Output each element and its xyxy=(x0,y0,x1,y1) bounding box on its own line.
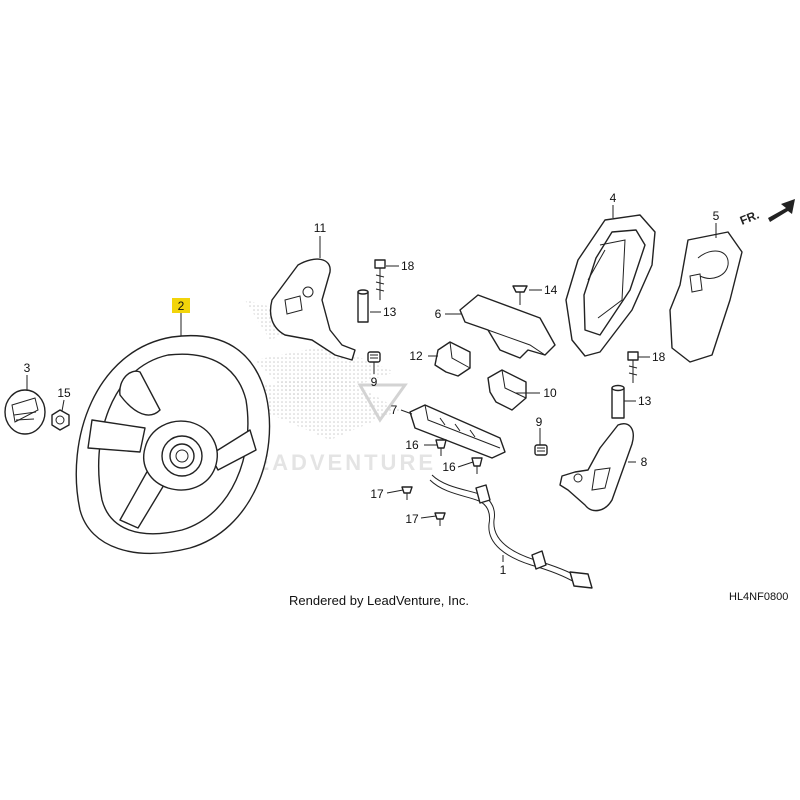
collar[interactable] xyxy=(611,384,625,419)
part-number-14[interactable]: 14 xyxy=(544,283,558,297)
selected-part-highlight xyxy=(172,298,190,313)
right-switch-cover[interactable] xyxy=(559,423,634,512)
right-switch[interactable] xyxy=(487,369,527,411)
upper-bracket[interactable] xyxy=(459,294,556,359)
part-number-13[interactable]: 13 xyxy=(638,394,652,408)
watermark-text: LEADVENTURE xyxy=(238,450,436,475)
left-switch-cover[interactable] xyxy=(269,258,356,361)
wire-harness[interactable] xyxy=(429,474,593,589)
bolt[interactable] xyxy=(627,351,639,383)
column-cover[interactable] xyxy=(669,231,743,363)
front-direction-label: FR. xyxy=(738,208,761,228)
clip[interactable] xyxy=(435,439,447,456)
connector-bracket[interactable] xyxy=(409,404,506,459)
part-number-9[interactable]: 9 xyxy=(536,415,543,429)
part-number-9[interactable]: 9 xyxy=(371,375,378,389)
part-number-10[interactable]: 10 xyxy=(543,386,557,400)
part-number-12[interactable]: 12 xyxy=(409,349,423,363)
watermark: LEADVENTURE xyxy=(225,300,436,475)
emblem-badge[interactable] xyxy=(4,389,46,435)
part-number-2[interactable]: 2 xyxy=(178,299,185,313)
part-number-11[interactable]: 11 xyxy=(314,221,327,235)
part-number-labels: 2 3 15 11 18 13 9 14 6 12 10 7 16 16 17 … xyxy=(24,191,720,577)
screw[interactable] xyxy=(401,486,413,500)
screw[interactable] xyxy=(434,512,446,526)
center-cover[interactable] xyxy=(565,214,656,357)
part-number-6[interactable]: 6 xyxy=(435,307,442,321)
leader-lines xyxy=(26,205,717,562)
part-number-13[interactable]: 13 xyxy=(383,305,397,319)
part-number-8[interactable]: 8 xyxy=(641,455,648,469)
spacer[interactable] xyxy=(367,351,381,363)
part-number-15[interactable]: 15 xyxy=(57,386,71,400)
diagram-code: HL4NF0800 xyxy=(729,591,788,603)
part-number-7[interactable]: 7 xyxy=(391,403,398,417)
part-number-1[interactable]: 1 xyxy=(500,563,507,577)
nut[interactable] xyxy=(51,409,70,431)
part-number-3[interactable]: 3 xyxy=(24,361,31,375)
left-switch[interactable] xyxy=(434,341,471,377)
rendered-by-credit: Rendered by LeadVenture, Inc. xyxy=(289,593,469,608)
part-number-16[interactable]: 16 xyxy=(442,460,456,474)
part-number-5[interactable]: 5 xyxy=(713,209,720,223)
front-direction-arrow-icon: FR. xyxy=(738,199,795,228)
spacer[interactable] xyxy=(534,444,548,456)
bolt[interactable] xyxy=(374,259,386,300)
part-number-17[interactable]: 17 xyxy=(405,512,419,526)
part-number-16[interactable]: 16 xyxy=(405,438,419,452)
collar[interactable] xyxy=(357,289,369,323)
screw[interactable] xyxy=(512,285,528,305)
part-number-4[interactable]: 4 xyxy=(610,191,617,205)
part-number-18[interactable]: 18 xyxy=(652,350,666,364)
part-number-17[interactable]: 17 xyxy=(370,487,384,501)
part-number-18[interactable]: 18 xyxy=(401,259,415,273)
steering-wheel[interactable] xyxy=(75,335,271,555)
clip[interactable] xyxy=(471,457,483,474)
